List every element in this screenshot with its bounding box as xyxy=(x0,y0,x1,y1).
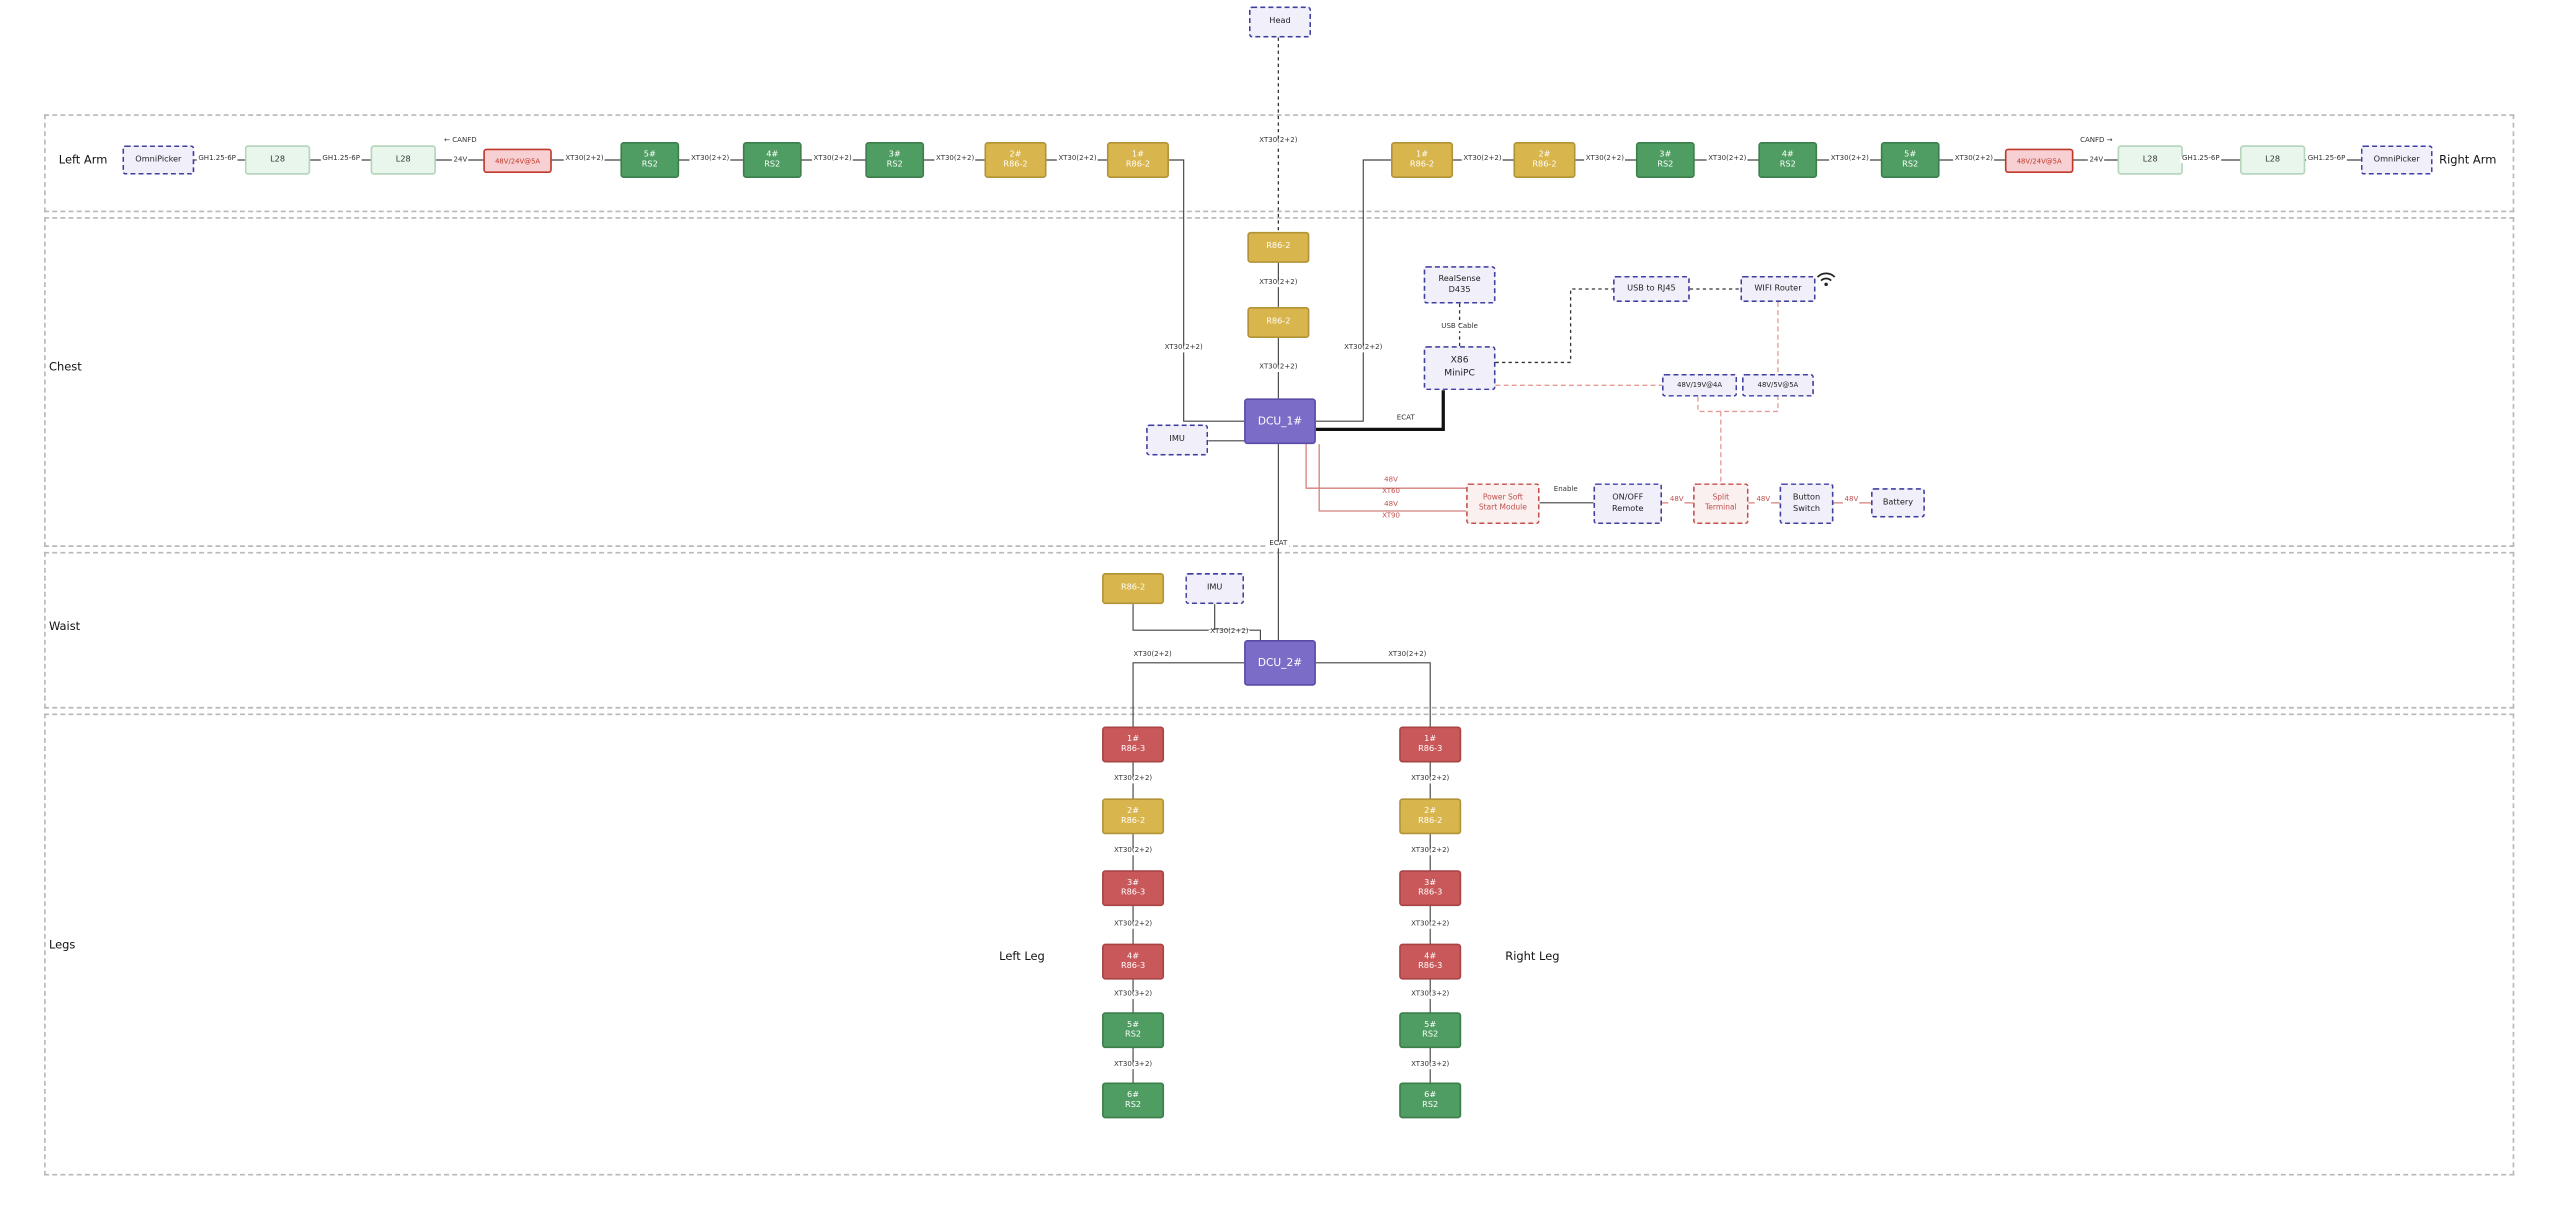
right-leg-label: Right Leg xyxy=(1505,950,1560,964)
section-border-waist xyxy=(44,551,2515,709)
right-arm-section-label: Right Arm xyxy=(2439,153,2497,167)
chest-section-label: Chest xyxy=(48,360,82,374)
left-leg-label: Left Leg xyxy=(999,950,1045,964)
section-border-arms xyxy=(44,114,2515,213)
waist-section-label: Waist xyxy=(48,620,81,634)
legs-section-label: Legs xyxy=(48,938,76,952)
left-arm-section-label: Left Arm xyxy=(58,153,108,167)
section-border-legs xyxy=(44,713,2515,1176)
wifi-icon xyxy=(1816,263,1837,294)
